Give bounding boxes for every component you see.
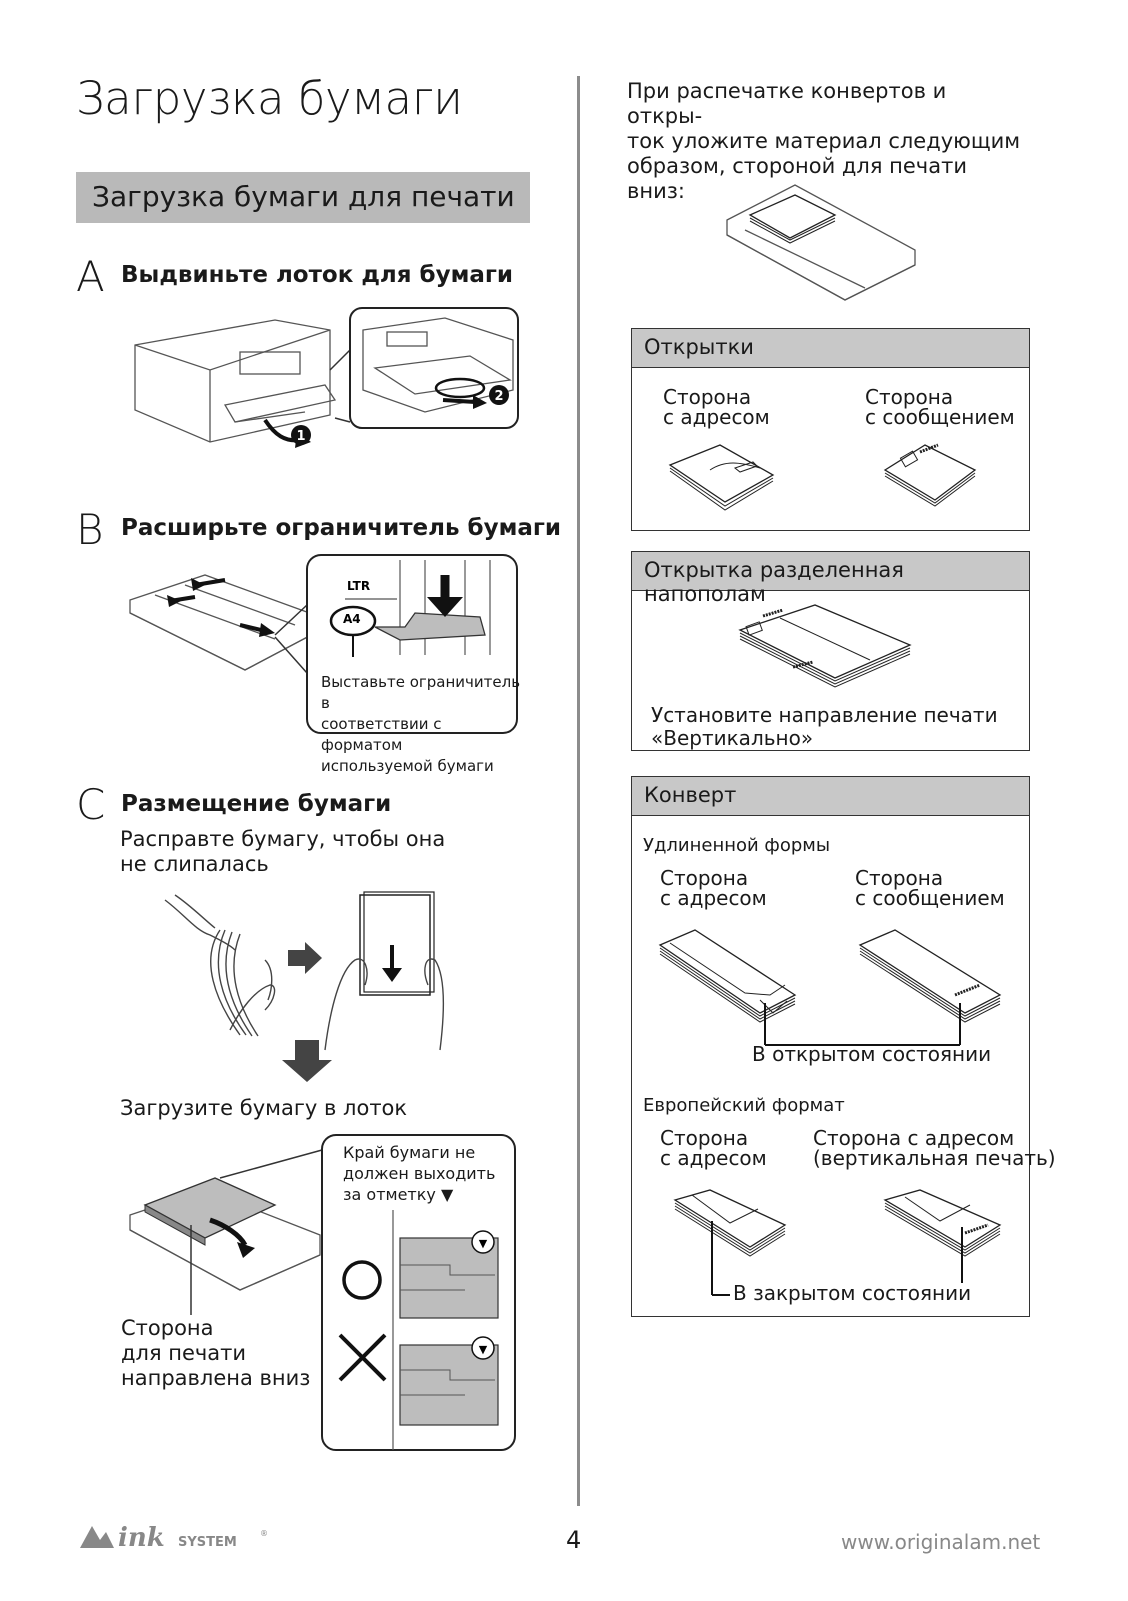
postcard-message-icon (883, 443, 977, 507)
folded-header: Открытка разделенная напополам (644, 558, 904, 606)
postcards-right-line1: Сторона (865, 385, 954, 409)
step-c-text-line1: Расправте бумагу, чтобы она (120, 827, 446, 851)
logo-ink: ink (118, 1523, 165, 1553)
intro-line3: образом, стороной для печати вниз: (627, 154, 967, 203)
page-number: 4 (566, 1526, 582, 1554)
envelope-euro-left-line1: Сторона (660, 1126, 749, 1150)
envelope-tray-illustration (726, 184, 916, 301)
step-c-heading: Размещение бумаги (121, 791, 392, 817)
section-bar-label: Загрузка бумаги для печати (92, 180, 515, 213)
envelope-euro-right-line2: (вертикальная печать) (813, 1146, 1056, 1170)
intro-line1: При распечатке конвертов и откры- (627, 79, 947, 128)
step-a-heading: Выдвиньте лоток для бумаги (121, 262, 514, 288)
step-c-letter: C (76, 780, 106, 829)
step-a-badge-2: 2 (494, 389, 503, 404)
envelope-long-left-line1: Сторона (660, 866, 749, 890)
postcard-address-icon (668, 444, 775, 511)
folded-note: Установите направление печати «Вертикаль… (651, 704, 998, 750)
step-b-callout-line2: соответствии с форматом (321, 715, 442, 754)
step-b-letter: B (76, 505, 104, 554)
envelope-box: Конверт (631, 776, 1030, 1317)
envelope-euro-left-label: Сторона с адресом (660, 1128, 767, 1168)
step-a-letter: A (76, 252, 105, 301)
svg-text:▼: ▼ (479, 1343, 488, 1356)
step-a-badge-1: 1 (296, 429, 305, 444)
fan-paper-illustration (164, 891, 444, 1082)
envelope-euro-right-label: Сторона с адресом (вертикальная печать) (813, 1128, 1056, 1168)
postcards-header: Открытки (644, 335, 754, 359)
print-side-line3: направлена вниз (121, 1366, 311, 1390)
load-tray-illustration: ▼ ▼ (129, 1134, 516, 1451)
envelope-euro-label: Европейский формат (643, 1095, 845, 1116)
envelope-euro-left-line2: с адресом (660, 1146, 767, 1170)
print-side-text: Сторона для печати направлена вниз (121, 1316, 310, 1391)
step-b-callout-line1: Выставьте ограничитель в (321, 673, 521, 712)
folded-note-line1: Установите направление печати (651, 703, 998, 727)
page-title: Загрузка бумаги (76, 72, 463, 125)
printer-tray-illustration: 1 2 (134, 307, 519, 448)
envelope-long-left-line2: с адресом (660, 886, 767, 910)
column-divider (577, 76, 580, 1506)
postcards-right-label: Сторона с сообщением (865, 387, 1015, 427)
logo-system: SYSTEM (178, 1535, 237, 1550)
step-c-callout-line2: должен выходить (343, 1164, 496, 1183)
envelope-long-left-label: Сторона с адресом (660, 868, 767, 908)
step-c-callout-line3: за отметку ▼ (343, 1185, 454, 1204)
load-text: Загрузите бумагу в лоток (120, 1096, 408, 1120)
postcards-left-line2: с адресом (663, 405, 770, 429)
closed-state-label: В закрытом состоянии (730, 1283, 975, 1303)
a4-mark: A4 (343, 612, 361, 626)
ltr-mark: LTR (347, 579, 370, 593)
intro-line2: ток уложите материал следующим (627, 129, 1021, 153)
long-envelope-icons (658, 929, 1002, 1046)
postcards-right-line2: с сообщением (865, 405, 1015, 429)
envelope-long-right-line1: Сторона (855, 866, 944, 890)
print-side-line1: Сторона (121, 1316, 214, 1340)
folded-postcard-icon (738, 604, 912, 688)
folded-note-line2: «Вертикально» (651, 726, 814, 750)
postcards-box: Открытки (631, 328, 1030, 531)
step-c-callout: Край бумаги не должен выходить за отметк… (343, 1142, 495, 1205)
step-c-callout-line1: Край бумаги не (343, 1143, 476, 1162)
envelope-long-right-line2: с сообщением (855, 886, 1005, 910)
postcards-left-line1: Сторона (663, 385, 752, 409)
intro-text: При распечатке конвертов и откры- ток ул… (627, 79, 1027, 204)
envelope-long-label: Удлиненной формы (643, 835, 831, 856)
step-b-heading: Расширьте ограничитель бумаги (121, 515, 562, 541)
envelope-header: Конверт (644, 783, 737, 807)
step-b-callout-line3: используемой бумаги (321, 757, 494, 775)
open-state-label: В открытом состоянии (752, 1042, 992, 1066)
logo-reg: ® (260, 1529, 268, 1538)
euro-envelope-icons (673, 1189, 1002, 1296)
step-b-callout: Выставьте ограничитель в соответствии с … (321, 672, 521, 777)
section-bar: Загрузка бумаги для печати (76, 172, 530, 223)
envelope-long-right-label: Сторона с сообщением (855, 868, 1005, 908)
step-c-text-line2: не слипалась (120, 852, 269, 876)
paper-guide-illustration: LTR A4 (129, 554, 518, 734)
svg-text:▼: ▼ (479, 1237, 488, 1250)
website-link[interactable]: www.originalam.net (841, 1530, 1041, 1554)
step-c-text: Расправте бумагу, чтобы она не слипалась (120, 827, 445, 877)
inksystem-logo: ink SYSTEM ® (80, 1523, 268, 1553)
postcards-left-label: Сторона с адресом (663, 387, 770, 427)
print-side-line2: для печати (121, 1341, 247, 1365)
envelope-euro-right-line1: Сторона с адресом (813, 1126, 1015, 1150)
